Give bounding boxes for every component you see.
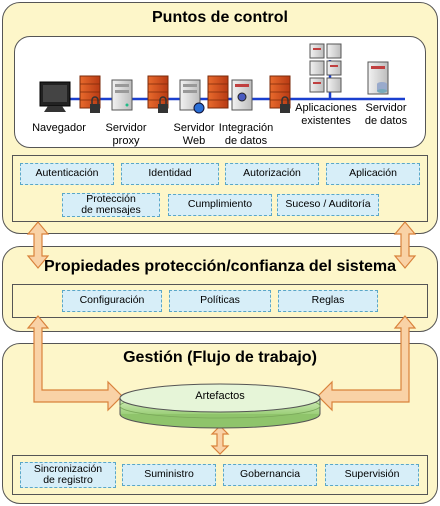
node-label-integration: Integración de datos (218, 122, 274, 147)
chip-configuration: Configuración (62, 290, 162, 312)
firewall-icon (207, 75, 229, 109)
lock-icon (90, 96, 100, 113)
management-title: Gestión (Flujo de trabajo) (123, 349, 317, 366)
node-label-browser: Navegador (32, 122, 86, 134)
chip-log-sync: Sincronización de registro (20, 462, 116, 488)
system-properties-title: Propiedades protección/confianza del sis… (43, 258, 397, 275)
node-label-web: Servidor Web (173, 122, 215, 147)
control-points-title: Puntos de control (152, 9, 288, 26)
chip-monitoring: Supervisión (325, 464, 419, 486)
node-label-data-server: Servidor de datos (364, 102, 408, 127)
artifacts-label: Artefactos (195, 390, 245, 402)
chip-policies: Políticas (169, 290, 271, 312)
firewall-icon (79, 75, 101, 109)
server-icon (111, 79, 133, 111)
chip-event-audit: Suceso / Auditoría (277, 194, 379, 216)
firewall-icon (269, 75, 291, 109)
database-server-icon (367, 61, 389, 95)
server-stack-icon (309, 43, 342, 93)
chip-identity: Identidad (121, 163, 219, 185)
node-label-proxy: Servidor proxy (105, 122, 147, 147)
lock-icon (280, 96, 290, 113)
server-icon (231, 79, 253, 111)
chip-message-protection: Protección de mensajes (62, 193, 160, 217)
chip-provisioning: Suministro (122, 464, 216, 486)
chip-application: Aplicación (326, 163, 420, 185)
monitor-icon (39, 81, 71, 112)
node-label-legacy-apps: Aplicaciones existentes (295, 102, 357, 127)
server-icon (179, 79, 205, 114)
chip-rules: Reglas (278, 290, 378, 312)
chip-compliance: Cumplimiento (168, 194, 272, 216)
firewall-icon (147, 75, 169, 109)
lock-icon (158, 96, 168, 113)
arrow-link-right-top (393, 221, 417, 269)
arrow-link-right-bottom (317, 315, 417, 412)
chip-authorization: Autorización (225, 163, 319, 185)
arrow-link-left-top (26, 221, 50, 269)
chip-governance: Gobernancia (223, 464, 317, 486)
artifacts-disk-icon (119, 383, 321, 429)
arrow-link-left-bottom (26, 315, 123, 412)
chip-authentication: Autenticación (20, 163, 114, 185)
arrow-link-artifacts (210, 425, 230, 455)
